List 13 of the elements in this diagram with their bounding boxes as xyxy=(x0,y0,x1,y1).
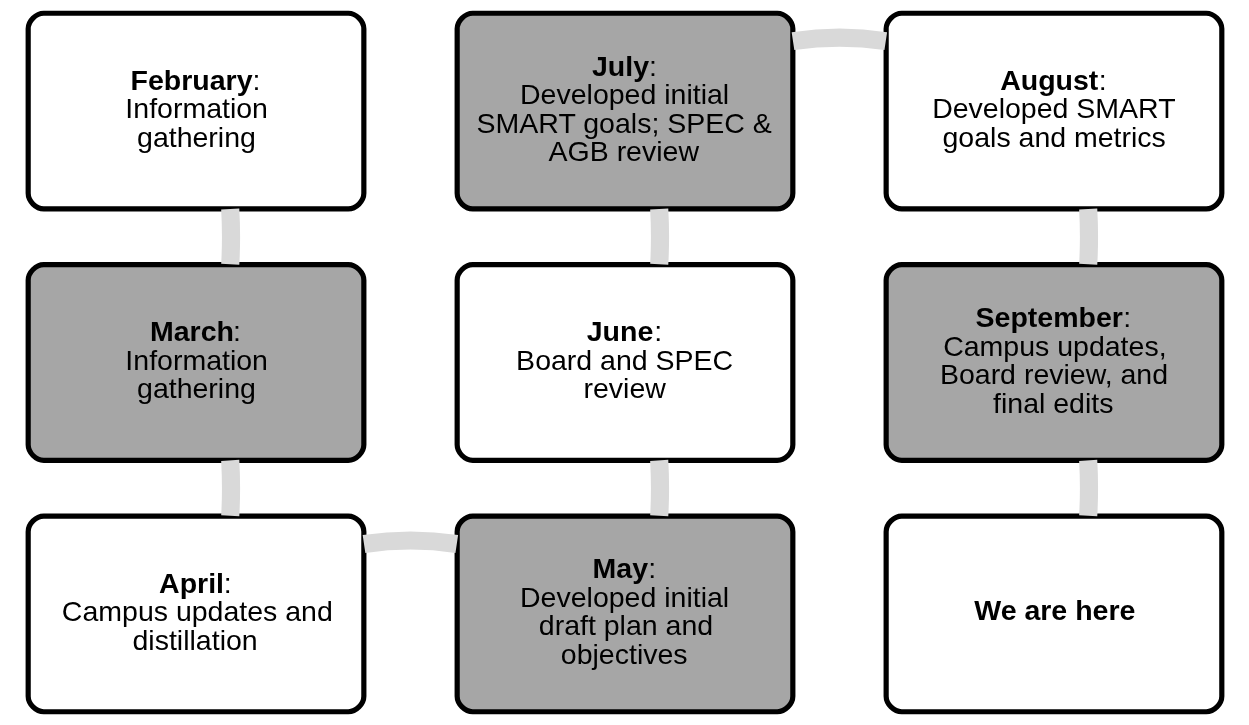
node-box: May: Developed initial draft plan and objectives xyxy=(454,513,795,715)
connector xyxy=(362,531,458,553)
node-box: September: Campus updates, Board review, and final edits xyxy=(883,262,1224,463)
node-box: We are here xyxy=(883,513,1224,715)
node-box: March: Information gathering xyxy=(25,262,366,463)
node-box: July: Developed initial SMART goals; SPEC & AGB review xyxy=(454,10,795,212)
node-box: June: Board and SPEC review xyxy=(454,262,795,463)
connector xyxy=(791,28,887,51)
node-box: August: Developed SMART goals and metrics xyxy=(883,10,1224,212)
node-box: February: Information gathering xyxy=(25,10,366,212)
node-box: April: Campus updates and distillation xyxy=(25,513,366,715)
connector xyxy=(220,459,240,517)
connector xyxy=(1078,459,1098,517)
